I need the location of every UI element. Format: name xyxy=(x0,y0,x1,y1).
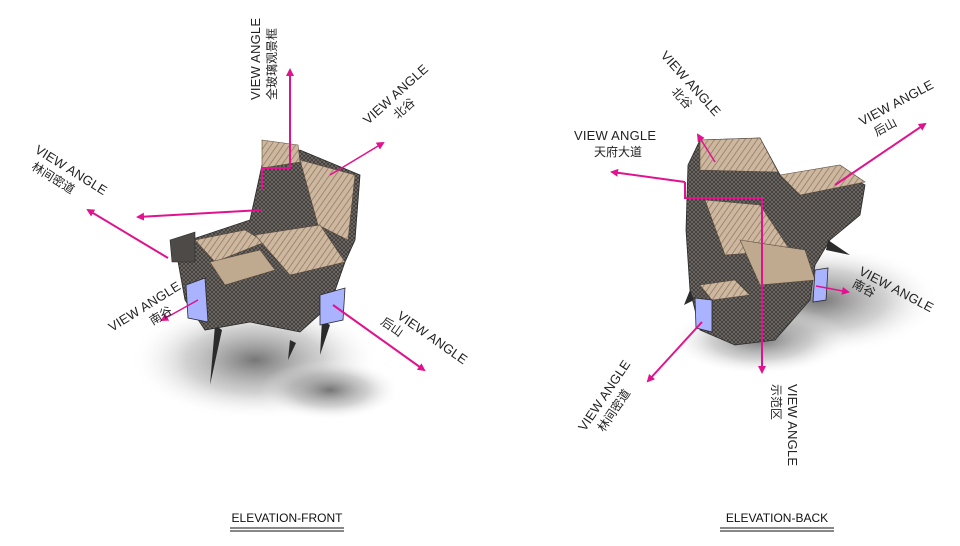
front-label-glass-frame: VIEW ANGLE 全玻璃观景框 xyxy=(248,18,279,100)
front-arrow-back-hill xyxy=(332,304,426,372)
front-arrow-left xyxy=(136,209,263,221)
view-name-text: 全玻璃观景框 xyxy=(264,28,279,100)
back-label-north-valley: VIEW ANGLE 北谷 xyxy=(658,48,724,119)
back-pavilion-model xyxy=(684,137,866,346)
back-view-arrows xyxy=(610,122,927,383)
back-caption: ELEVATION-BACK xyxy=(726,511,828,525)
back-arrow-south-valley xyxy=(815,285,850,295)
view-angle-text: VIEW ANGLE xyxy=(574,128,656,143)
front-arrow-forest-path xyxy=(86,208,169,259)
view-name-text: 示范区 xyxy=(769,384,783,420)
view-angle-text: VIEW ANGLE xyxy=(785,384,800,466)
front-label-forest-path: VIEW ANGLE 林间密道 xyxy=(29,142,110,198)
view-angle-text: VIEW ANGLE xyxy=(856,77,936,129)
front-elevation: VIEW ANGLE 全玻璃观景框 VIEW ANGLE 北谷 VIEW ANG… xyxy=(29,18,471,532)
back-arrow-back-hill xyxy=(834,122,927,186)
view-angle-text: VIEW ANGLE xyxy=(394,308,470,368)
back-label-forest-path: VIEW ANGLE 林间密道 xyxy=(575,357,633,434)
front-shadow-tail xyxy=(260,360,400,420)
front-view-arrows xyxy=(86,68,426,372)
front-arrow-glass-frame xyxy=(261,68,294,190)
view-angle-text: VIEW ANGLE xyxy=(248,18,263,100)
back-label-demo-zone: VIEW ANGLE 示范区 xyxy=(769,384,800,466)
view-angle-text: VIEW ANGLE xyxy=(658,48,724,119)
back-arrow-north-valley xyxy=(696,133,716,163)
front-label-back-hill: VIEW ANGLE 后山 xyxy=(378,308,470,368)
back-arrow-tianfu-avenue xyxy=(610,168,686,183)
front-pavilion-model xyxy=(169,139,361,385)
front-caption: ELEVATION-FRONT xyxy=(232,511,344,525)
back-elevation: VIEW ANGLE 北谷 VIEW ANGLE 天府大道 VIEW ANGLE… xyxy=(574,48,940,532)
back-arrow-demo-zone xyxy=(684,182,766,374)
back-label-tianfu-avenue: VIEW ANGLE 天府大道 xyxy=(574,128,656,159)
front-arrow-north-valley xyxy=(329,141,385,176)
view-name-text: 天府大道 xyxy=(594,144,642,159)
back-label-back-hill: VIEW ANGLE 后山 xyxy=(856,77,936,139)
back-arrow-forest-path xyxy=(646,321,703,383)
front-arrow-south-valley xyxy=(160,299,199,321)
front-label-north-valley: VIEW ANGLE 北谷 xyxy=(360,61,431,127)
